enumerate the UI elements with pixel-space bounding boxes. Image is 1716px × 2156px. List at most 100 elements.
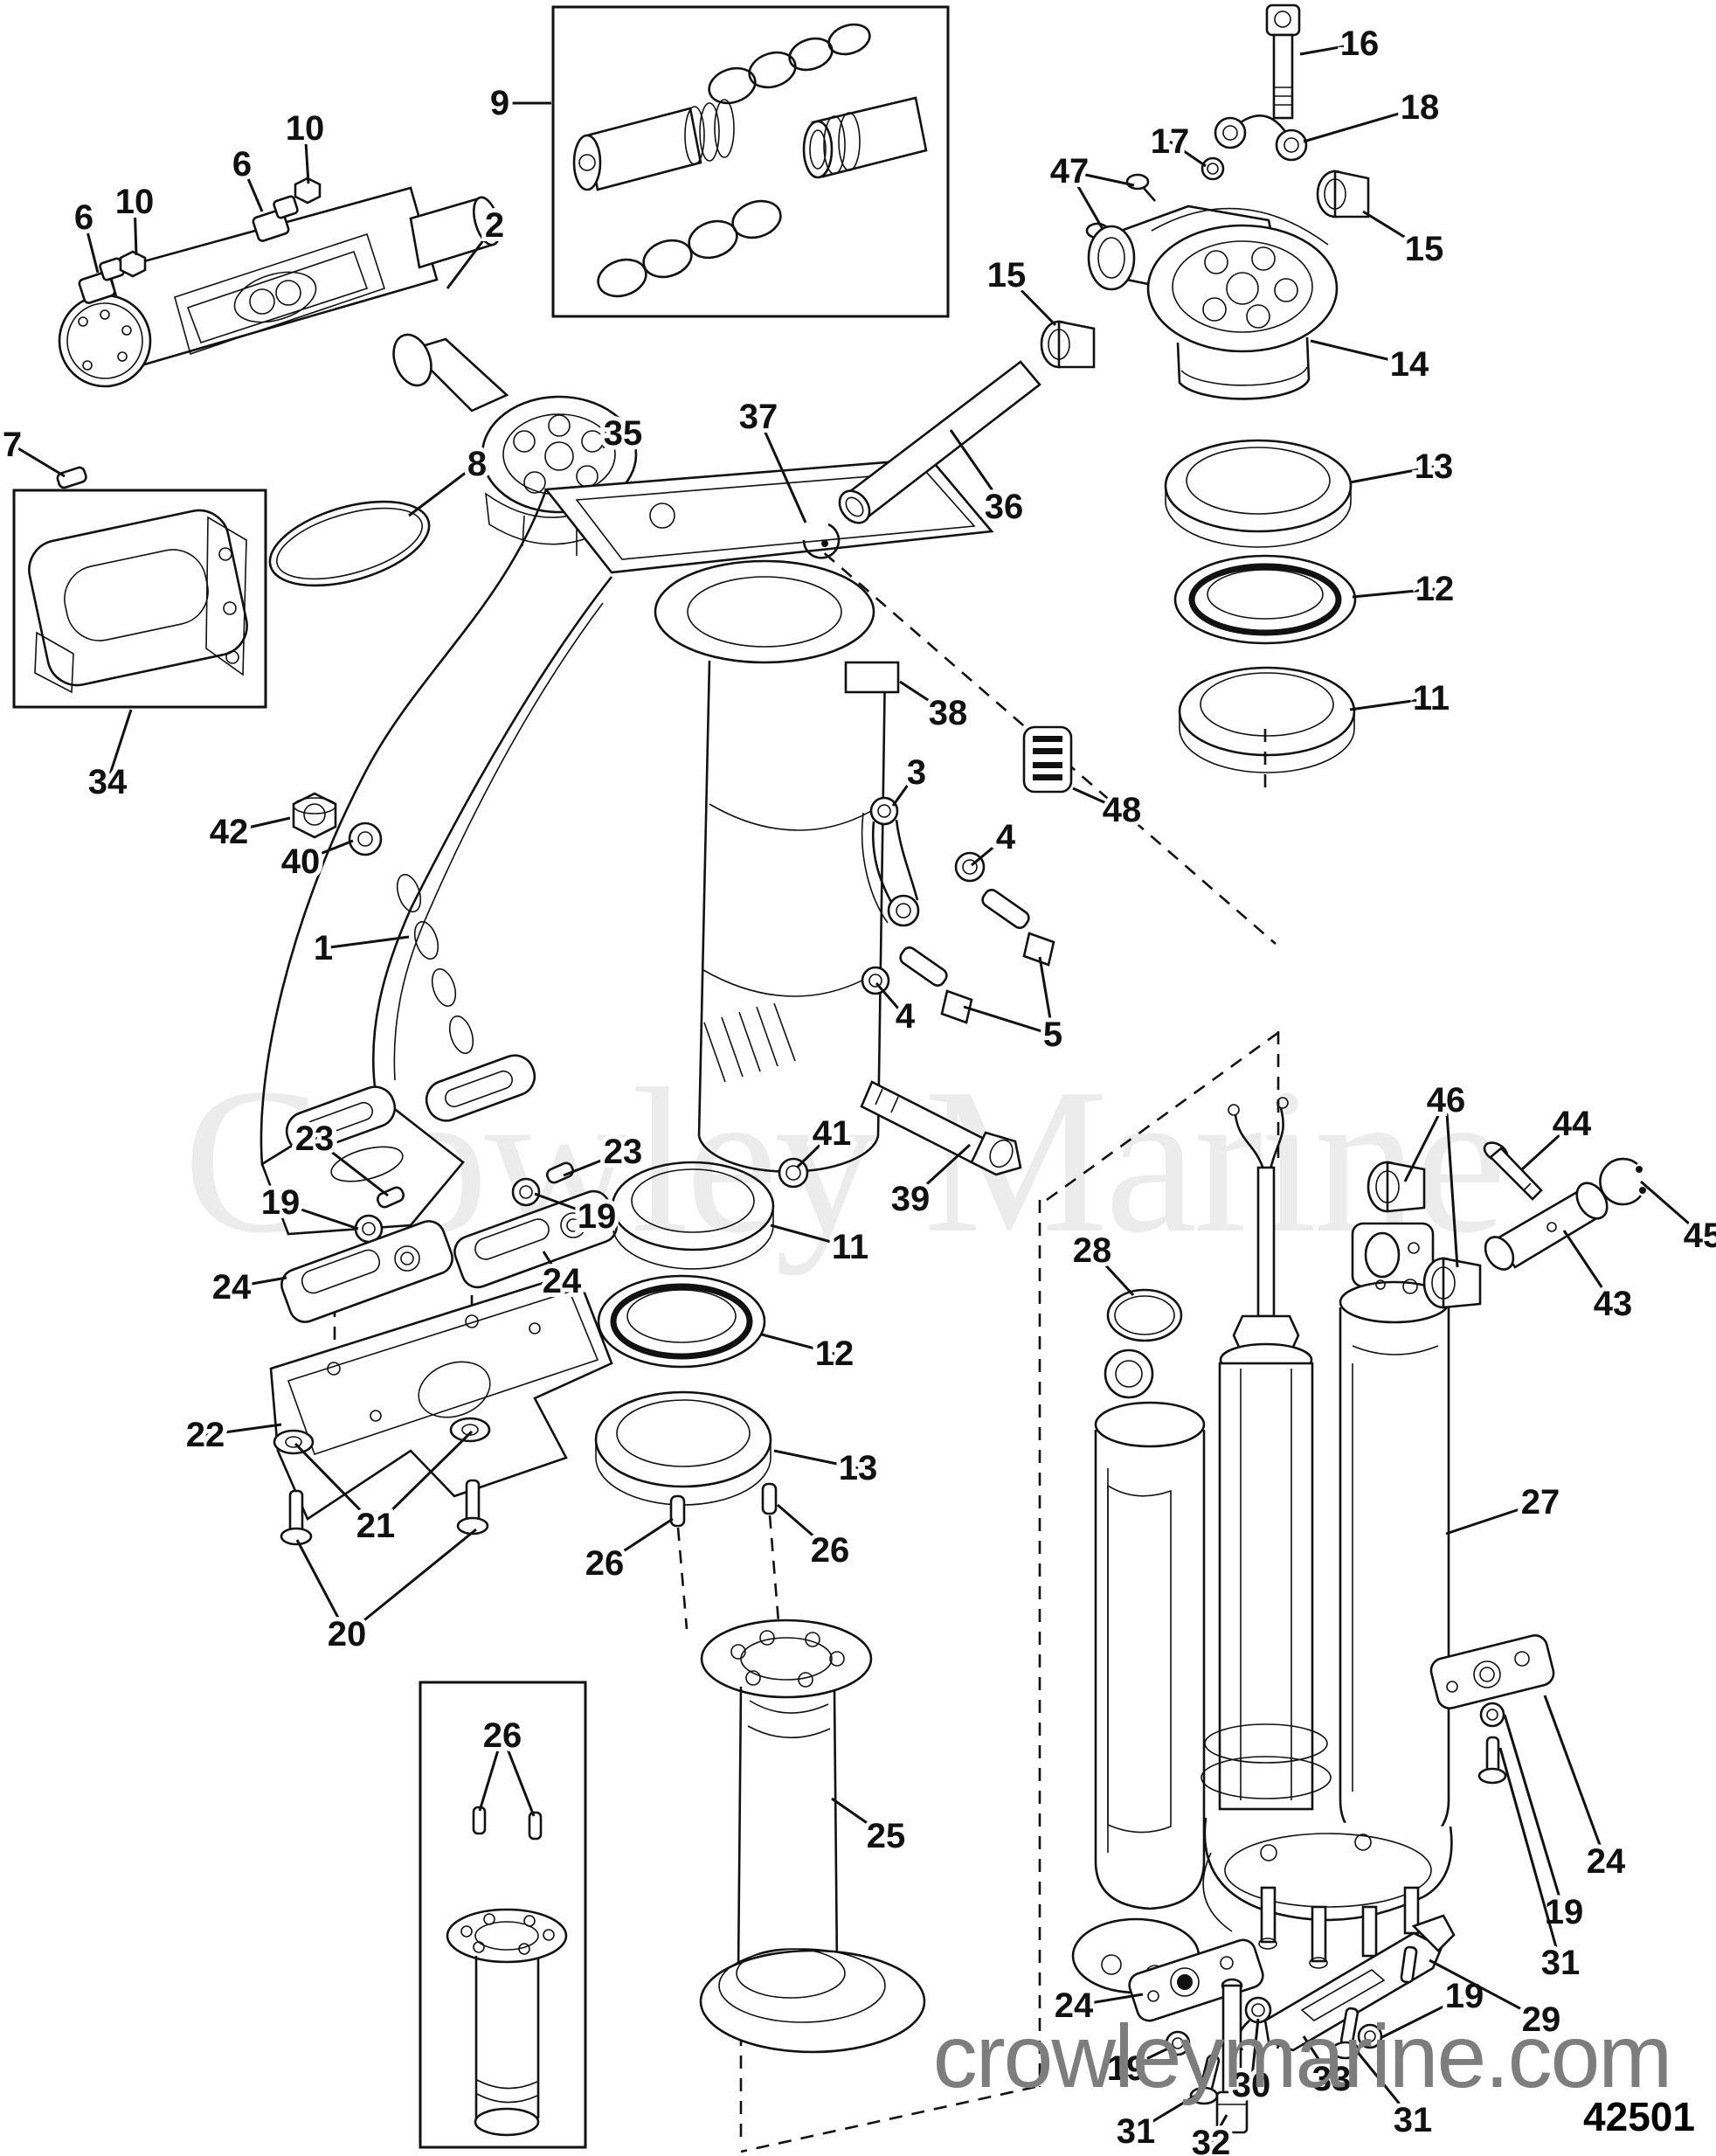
callout-13: 13 <box>1415 447 1454 486</box>
valve-kit-box-9 <box>551 5 950 318</box>
callout-leader-46 <box>1403 1099 1448 1182</box>
callout-leader-3 <box>891 772 918 807</box>
screw-icon <box>1189 1945 1418 2105</box>
callout-leader-33 <box>1302 2035 1333 2080</box>
callout-leader-39 <box>909 1143 972 1201</box>
callout-leader-45 <box>1640 1180 1704 1237</box>
part-tilt-cylinder <box>56 177 501 587</box>
callout-27: 27 <box>1521 1483 1560 1522</box>
washer-icon <box>348 821 383 856</box>
callout-leader-8 <box>408 462 478 517</box>
callout-leader-28 <box>1090 1249 1135 1297</box>
oring-icon <box>268 500 431 587</box>
callout-leader-12 <box>1352 587 1436 599</box>
callout-leader-12 <box>761 1333 835 1355</box>
dashed-alignment-line <box>740 2085 1036 2153</box>
part-seal-rings-center <box>594 1161 775 1506</box>
callout-leader-7 <box>11 443 66 478</box>
snap-ring-icon <box>1599 1157 1643 1206</box>
part-pivot-bolt-39 <box>778 1080 1022 1189</box>
callout-26: 26 <box>585 1544 625 1583</box>
callout-19: 19 <box>261 1183 301 1222</box>
callout-39: 39 <box>891 1180 931 1218</box>
part-seal-rings-right <box>1164 439 1357 773</box>
callout-leader-4 <box>875 982 907 1017</box>
part-power-trim-assembly <box>1071 1097 1453 1994</box>
callout-leader-47 <box>1069 170 1135 187</box>
callout-leader-42 <box>228 816 291 834</box>
callout-leader-13 <box>1349 465 1435 484</box>
callout-7: 7 <box>3 426 22 464</box>
callout-16: 16 <box>1340 24 1380 63</box>
callout-3: 3 <box>907 753 926 792</box>
callout-18: 18 <box>1401 88 1440 127</box>
callout-leader-30 <box>1249 2018 1260 2086</box>
callout-leader-32 <box>1209 2114 1228 2144</box>
pin-tube-box-26 <box>419 1681 587 2149</box>
part-anode-right <box>1429 1634 1555 1785</box>
callout-4: 4 <box>896 997 916 1036</box>
callout-leader-13 <box>773 1449 859 1470</box>
pin-icon <box>56 466 87 489</box>
ground-strap-icon <box>1214 114 1308 162</box>
callout-leader-43 <box>1562 1230 1615 1305</box>
callout-5: 5 <box>1043 1016 1062 1054</box>
callout-19: 19 <box>1545 1893 1584 1931</box>
callout-14: 14 <box>1390 345 1429 384</box>
callout-40: 40 <box>281 842 321 881</box>
callout-leader-15 <box>1362 210 1425 251</box>
callout-leader-18 <box>1303 106 1421 143</box>
callout-leader-10 <box>303 128 310 184</box>
part-pivot-bolt-16 <box>1265 3 1301 120</box>
part-anchor-bolt-32 <box>1215 1978 1249 2134</box>
callout-leader-38 <box>899 680 949 715</box>
callout-leader-31 <box>1135 2089 1205 2133</box>
callout-leader-26 <box>604 1517 674 1565</box>
callout-24: 24 <box>543 1262 582 1300</box>
callout-17: 17 <box>1151 122 1190 161</box>
part-anode-bottom <box>1128 1938 1264 2022</box>
callout-leader-1 <box>322 935 410 950</box>
callout-leader-37 <box>757 416 807 523</box>
part-steering-link <box>861 796 920 927</box>
callout-19: 19 <box>1107 2049 1146 2088</box>
callout-45: 45 <box>1684 1217 1716 1255</box>
callout-23: 23 <box>604 1133 643 1171</box>
callout-15: 15 <box>987 256 1027 295</box>
callout-32: 32 <box>1192 2124 1231 2156</box>
callout-leader-29 <box>1429 1958 1542 2021</box>
callout-leader-46 <box>1444 1099 1459 1268</box>
callout-leader-47 <box>1068 170 1104 230</box>
watermark-bottom: crowleymarine.com <box>933 2007 1671 2106</box>
callout-leader-44 <box>1520 1122 1574 1171</box>
callout-29: 29 <box>1522 2000 1561 2039</box>
callout-leader-22 <box>204 1423 282 1437</box>
callout-leader-23 <box>563 1150 624 1177</box>
callout-19: 19 <box>578 1197 617 1236</box>
callout-35: 35 <box>604 414 643 453</box>
callout-leader-41 <box>795 1132 834 1169</box>
callout-10: 10 <box>286 109 325 148</box>
callout-leader-34 <box>106 709 133 783</box>
assembly-alignment-dashed-lines <box>333 493 1284 2153</box>
callout-leader-31 <box>1354 2049 1415 2121</box>
callout-10: 10 <box>115 183 155 221</box>
callout-leader-24 <box>1543 1695 1608 1862</box>
dashed-alignment-line <box>755 493 1277 945</box>
part-trim-rod <box>1263 1914 1456 2052</box>
callout-41: 41 <box>813 1114 852 1153</box>
callout-leader-21 <box>294 1442 377 1528</box>
callout-6: 6 <box>74 198 93 237</box>
dashed-alignment-line <box>1046 1028 1284 1202</box>
callout-leader-21 <box>374 1430 474 1528</box>
callout-24: 24 <box>1055 1986 1094 2025</box>
callout-leader-6 <box>82 217 100 274</box>
clevis-pin-icon <box>1484 1182 1609 1271</box>
washer-icon <box>273 1417 491 1455</box>
callout-11: 11 <box>832 1228 868 1266</box>
dowel-pin-icons <box>669 1482 778 1528</box>
callout-leader-31 <box>1498 1747 1562 1964</box>
callout-1: 1 <box>314 929 333 967</box>
